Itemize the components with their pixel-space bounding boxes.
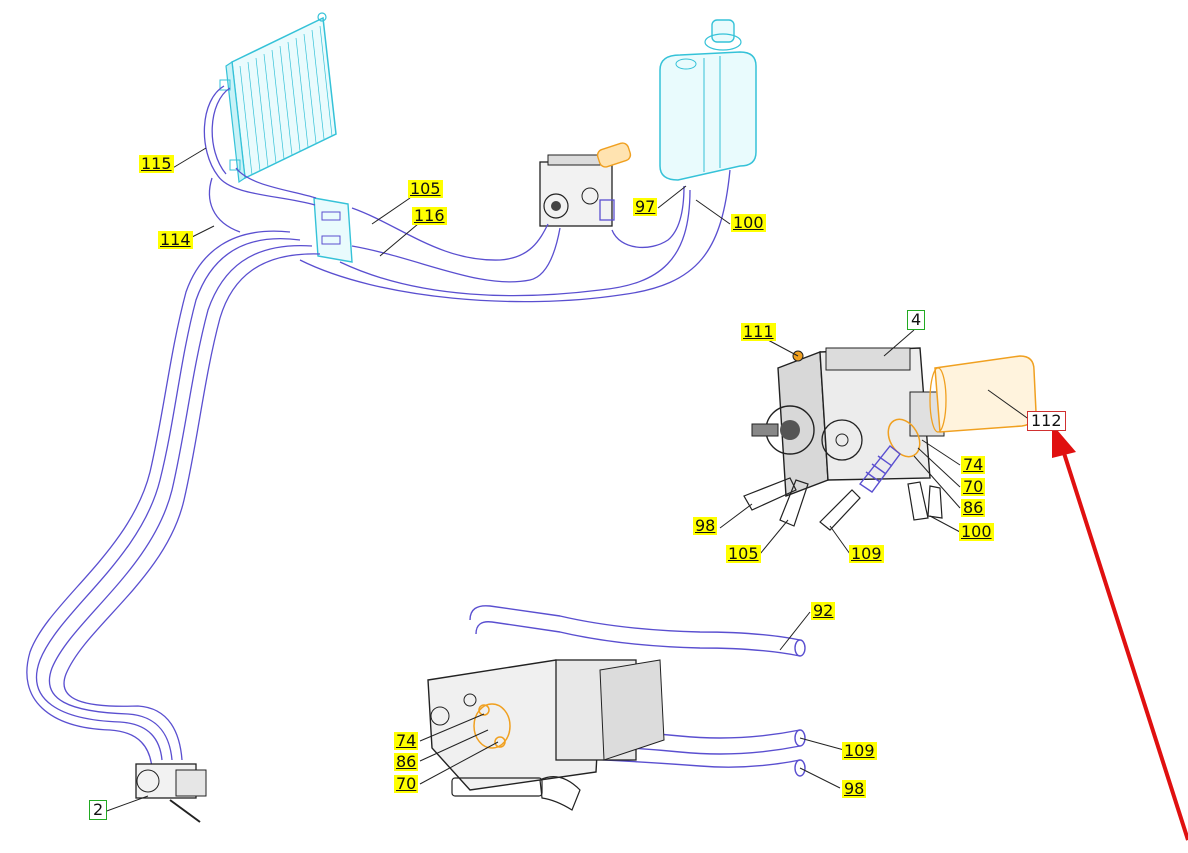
callout-105: 105: [408, 179, 443, 198]
oil-cooler: [219, 12, 337, 184]
callout-98: 98: [693, 516, 718, 535]
callout-112: 112: [1027, 411, 1066, 431]
callout-92: 92: [811, 601, 836, 620]
callout-116: 116: [412, 206, 447, 225]
callout-100: 100: [959, 522, 994, 541]
hose-bundle: [26, 85, 731, 769]
callout-4: 4: [907, 310, 926, 330]
callout-97: 97: [633, 197, 658, 216]
callout-74: 74: [961, 455, 986, 474]
pump-top: [539, 142, 632, 227]
callout-100: 100: [731, 213, 766, 232]
pump-bottom: [427, 605, 806, 811]
callout-86: 86: [961, 498, 986, 517]
pump-detail: [743, 347, 1037, 531]
callout-86: 86: [394, 752, 419, 771]
callout-115: 115: [139, 154, 174, 173]
callout-74: 74: [394, 731, 419, 750]
drive-motor-small: [135, 763, 207, 823]
callout-98: 98: [842, 779, 867, 798]
callout-70: 70: [961, 477, 986, 496]
leader-lines: [103, 147, 1031, 813]
callout-109: 109: [849, 544, 884, 563]
callout-114: 114: [158, 230, 193, 249]
callout-70: 70: [394, 774, 419, 793]
callout-109: 109: [842, 741, 877, 760]
hydraulic-tank: [659, 19, 757, 181]
red-arrow: [1052, 424, 1188, 841]
manifold-block: [313, 197, 353, 263]
callout-2: 2: [89, 800, 108, 820]
callout-111: 111: [741, 322, 776, 341]
callout-105: 105: [726, 544, 761, 563]
